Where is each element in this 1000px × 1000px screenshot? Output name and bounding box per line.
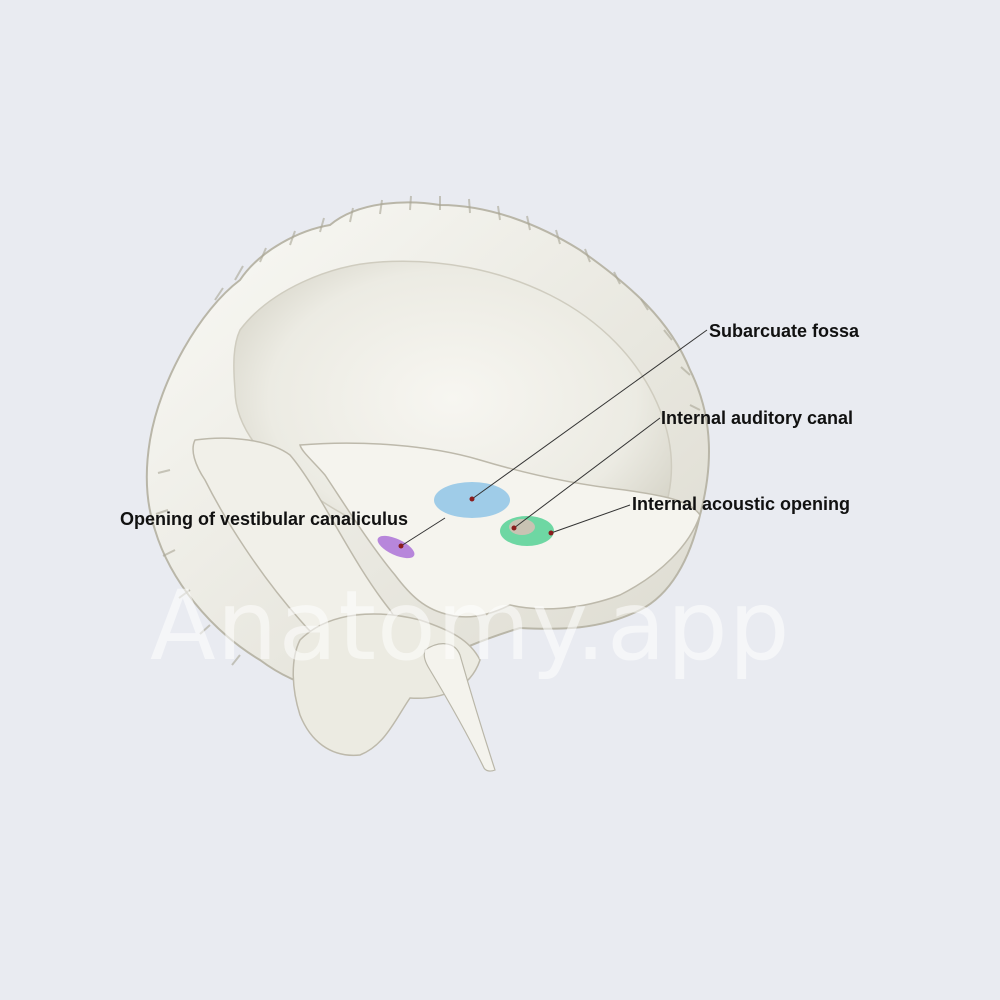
leader-subarcuate-fossa: [471, 329, 708, 500]
vestibular-canaliculus-highlight: [377, 535, 415, 559]
styloid-process: [423, 643, 496, 772]
petrous-part: [299, 442, 701, 618]
leader-internal-auditory-canal: [513, 417, 661, 529]
leader-lines: [400, 329, 708, 547]
leader-internal-acoustic-opening: [550, 504, 631, 534]
dot-vestibular-canaliculus: [398, 543, 404, 549]
dot-internal-auditory-canal: [511, 525, 517, 531]
label-internal-auditory-canal: Internal auditory canal: [661, 408, 854, 428]
dot-internal-acoustic-opening: [548, 530, 554, 536]
label-internal-acoustic-opening: Internal acoustic opening: [632, 494, 851, 514]
watermark: Anatomy.app: [150, 570, 791, 682]
internal-auditory-canal-hole: [509, 519, 535, 535]
leader-vestibular-canaliculus: [400, 517, 446, 547]
pointer-dots: [398, 496, 554, 549]
temporal-bone-illustration: [145, 195, 710, 772]
label-subarcuate-fossa: Subarcuate fossa: [709, 321, 860, 341]
dot-subarcuate-fossa: [469, 496, 475, 502]
label-opening-vestibular-canaliculus: Opening of vestibular canaliculus: [120, 509, 409, 529]
